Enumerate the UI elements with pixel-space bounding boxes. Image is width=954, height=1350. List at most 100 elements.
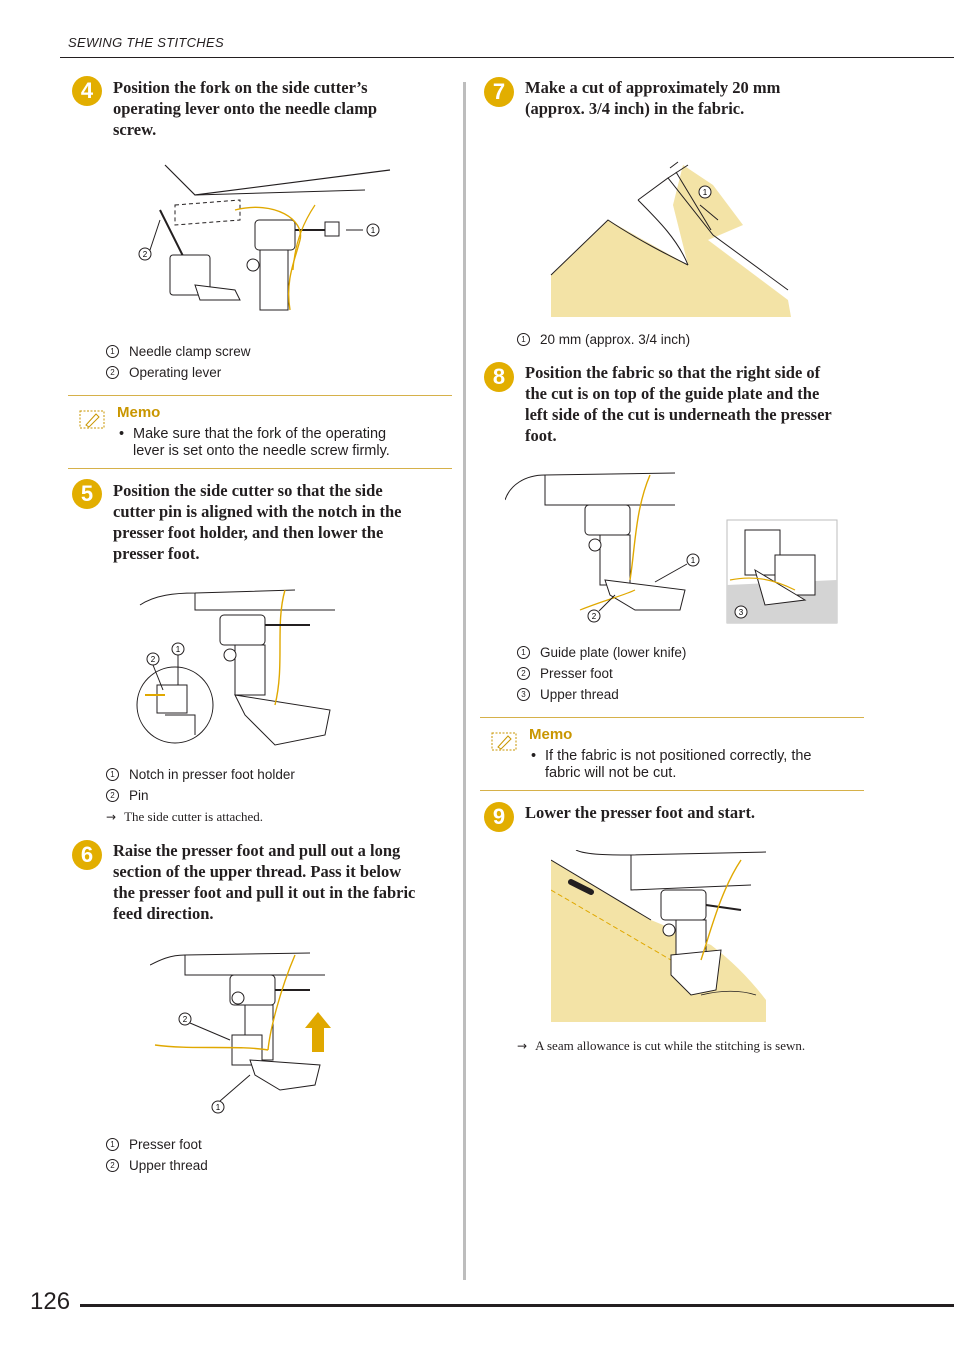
legend-item: 2 Upper thread xyxy=(106,1155,208,1176)
memo-box: Memo •If the fabric is not positioned co… xyxy=(480,717,864,791)
legend-number: 1 xyxy=(106,1138,119,1151)
legend-label: Operating lever xyxy=(129,365,222,380)
step-text-line: section of the upper thread. Pass it bel… xyxy=(113,862,402,881)
callout-2: 2 xyxy=(151,655,156,664)
step-text-line: operating lever onto the needle clamp xyxy=(113,99,378,118)
figure-step-5: 1 2 xyxy=(136,589,335,746)
figure-step-6: 2 1 xyxy=(150,952,331,1114)
step-text-line: cutter pin is aligned with the notch in … xyxy=(113,502,402,521)
legend-number: 2 xyxy=(106,366,119,379)
step-text-line: Make a cut of approximately 20 mm xyxy=(525,78,781,97)
memo-title: Memo xyxy=(117,404,161,421)
legend-number: 3 xyxy=(517,688,530,701)
legend-number: 2 xyxy=(106,1159,119,1172)
legend-label: Presser foot xyxy=(540,666,613,681)
step-badge-5: 5 xyxy=(72,479,102,509)
legend-number: 1 xyxy=(517,333,530,346)
memo-box: Memo •Make sure that the fork of the ope… xyxy=(68,395,452,469)
step-text-line: feed direction. xyxy=(113,904,214,923)
legend-number: 1 xyxy=(106,768,119,781)
right-arrow-icon: → xyxy=(517,1038,528,1053)
legend-item: 3 Upper thread xyxy=(517,684,686,705)
legend-label: 20 mm (approx. 3/4 inch) xyxy=(540,332,691,347)
callout-2: 2 xyxy=(143,250,148,259)
callout-1: 1 xyxy=(371,226,376,235)
memo-body: •If the fabric is not positioned correct… xyxy=(531,748,812,781)
callout-1: 1 xyxy=(176,645,181,654)
step-text-line: the presser foot and pull it out in the … xyxy=(113,883,416,902)
up-arrow-icon xyxy=(305,1012,331,1052)
column-divider xyxy=(463,82,466,1280)
step-text-line: Position the fork on the side cutter’s xyxy=(113,78,368,97)
figure-step-8: 1 2 3 xyxy=(505,472,838,624)
legend-item: 1 20 mm (approx. 3/4 inch) xyxy=(517,329,690,350)
memo-body: •Make sure that the fork of the operatin… xyxy=(119,426,390,459)
figure-7-legend: 1 20 mm (approx. 3/4 inch) xyxy=(517,329,690,350)
result-text: The side cutter is attached. xyxy=(124,808,264,824)
step-6-text: Raise the presser foot and pull out a lo… xyxy=(113,840,458,924)
callout-1: 1 xyxy=(216,1103,221,1112)
callout-1: 1 xyxy=(703,188,708,197)
step-text-line: Lower the presser foot and start. xyxy=(525,803,756,822)
result-note: → A seam allowance is cut while the stit… xyxy=(517,1035,805,1056)
step-5-text: Position the side cutter so that the sid… xyxy=(113,480,453,564)
step-badge-6: 6 xyxy=(72,840,102,870)
step-text-line: Position the fabric so that the right si… xyxy=(525,363,821,382)
memo-pencil-icon xyxy=(79,410,105,429)
legend-number: 1 xyxy=(106,345,119,358)
step-text-line: Position the side cutter so that the sid… xyxy=(113,481,383,500)
step-text-line: screw. xyxy=(113,120,157,139)
step-8-text: Position the fabric so that the right si… xyxy=(525,362,870,446)
legend-label: Notch in presser foot holder xyxy=(129,767,295,782)
callout-2: 2 xyxy=(592,612,597,621)
legend-label: Upper thread xyxy=(129,1158,208,1173)
memo-pencil-icon xyxy=(491,732,517,751)
memo-title: Memo xyxy=(529,726,573,743)
figure-6-legend: 1 Presser foot 2 Upper thread xyxy=(106,1134,208,1176)
header-rule xyxy=(60,57,954,58)
figure-step-7: 1 xyxy=(550,161,791,317)
legend-item: 1 Needle clamp screw xyxy=(106,341,251,362)
legend-label: Needle clamp screw xyxy=(129,344,251,359)
step-badge-7: 7 xyxy=(484,77,514,107)
legend-item: 1 Guide plate (lower knife) xyxy=(517,642,686,663)
legend-number: 2 xyxy=(106,789,119,802)
callout-2: 2 xyxy=(183,1015,188,1024)
legend-number: 1 xyxy=(517,646,530,659)
figure-step-9 xyxy=(551,850,766,1022)
memo-line: fabric will not be cut. xyxy=(545,765,677,781)
step-badge-9: 9 xyxy=(484,802,514,832)
memo-line: If the fabric is not positioned correctl… xyxy=(545,748,812,764)
figure-5-legend: 1 Notch in presser foot holder 2 Pin → T… xyxy=(106,764,295,827)
step-badge-4: 4 xyxy=(72,76,102,106)
step-text-line: the cut is on top of the guide plate and… xyxy=(525,384,820,403)
step-4-text: Position the fork on the side cutter’s o… xyxy=(113,77,453,140)
legend-item: 2 Presser foot xyxy=(517,663,686,684)
step-text-line: presser foot holder, and then lower the xyxy=(113,523,384,542)
result-note: → The side cutter is attached. xyxy=(106,806,295,827)
legend-item: 1 Presser foot xyxy=(106,1134,208,1155)
figure-4-legend: 1 Needle clamp screw 2 Operating lever xyxy=(106,341,251,383)
legend-label: Upper thread xyxy=(540,687,619,702)
figure-step-4: 1 2 xyxy=(138,164,391,311)
callout-1: 1 xyxy=(691,556,696,565)
legend-label: Guide plate (lower knife) xyxy=(540,645,687,660)
legend-item: 2 Operating lever xyxy=(106,362,251,383)
legend-label: Pin xyxy=(129,788,149,803)
step-badge-8: 8 xyxy=(484,362,514,392)
legend-label: Presser foot xyxy=(129,1137,202,1152)
legend-number: 2 xyxy=(517,667,530,680)
step-text-line: presser foot. xyxy=(113,544,200,563)
result-text: A seam allowance is cut while the stitch… xyxy=(535,1037,806,1053)
step-7-text: Make a cut of approximately 20 mm (appro… xyxy=(525,77,865,119)
section-title: SEWING THE STITCHES xyxy=(68,35,224,50)
right-arrow-icon: → xyxy=(106,809,117,824)
figure-8-legend: 1 Guide plate (lower knife) 2 Presser fo… xyxy=(517,642,686,705)
memo-line: lever is set onto the needle screw firml… xyxy=(133,443,390,459)
callout-3: 3 xyxy=(739,608,744,617)
legend-item: 2 Pin xyxy=(106,785,295,806)
step-text-line: left side of the cut is underneath the p… xyxy=(525,405,832,424)
legend-item: 1 Notch in presser foot holder xyxy=(106,764,295,785)
step-text-line: Raise the presser foot and pull out a lo… xyxy=(113,841,401,860)
step-text-line: (approx. 3/4 inch) in the fabric. xyxy=(525,99,745,118)
